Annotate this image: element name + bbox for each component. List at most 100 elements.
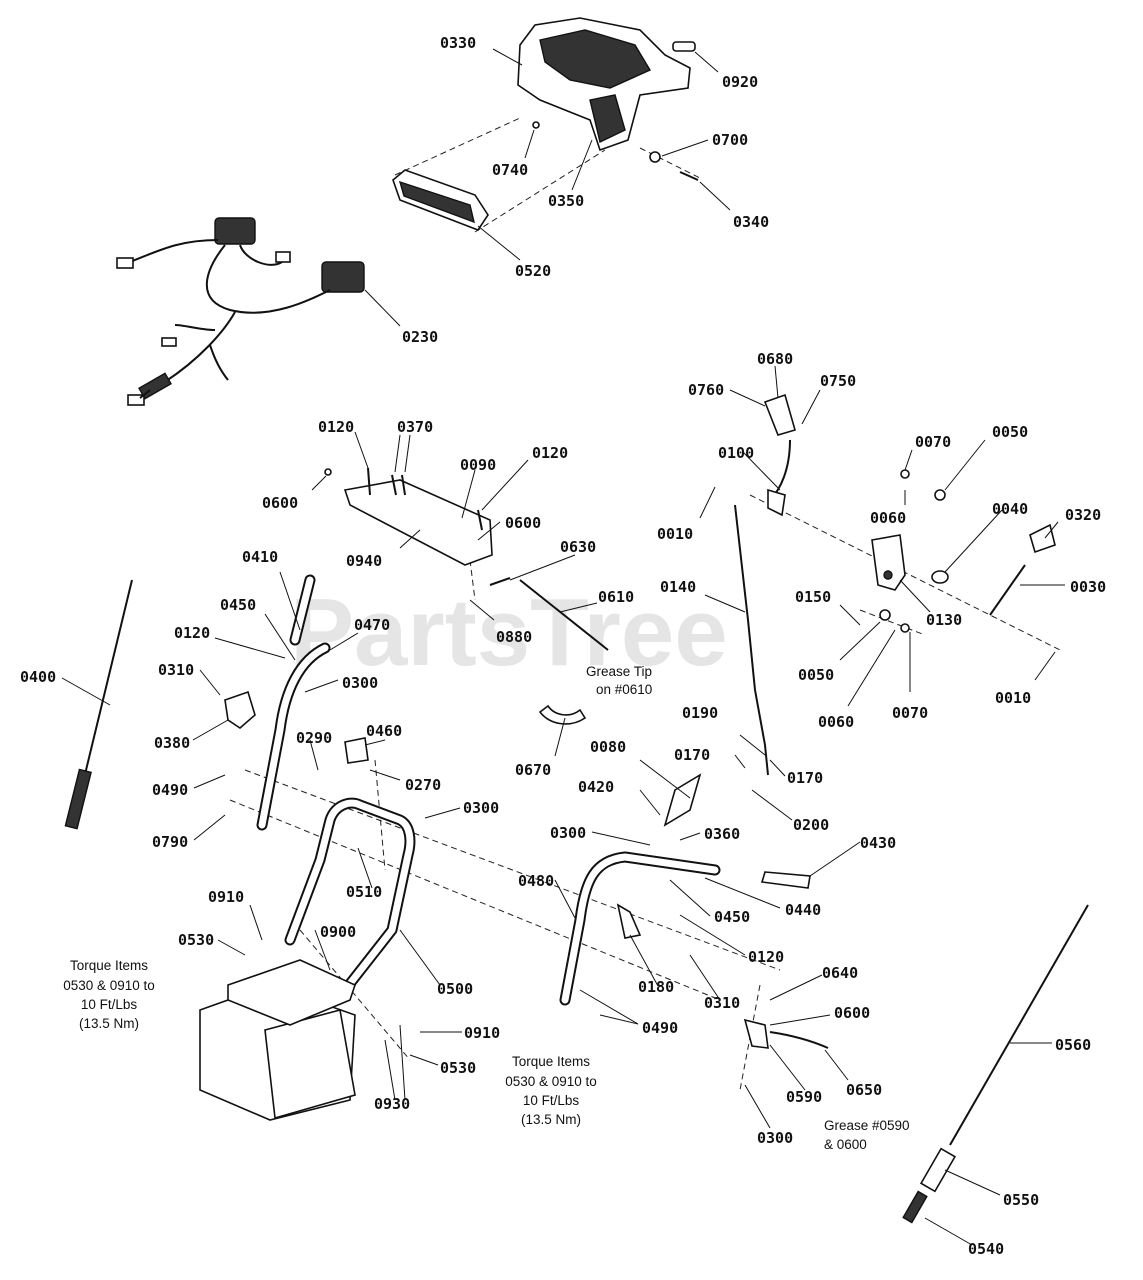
callout-0680: 0680	[757, 350, 793, 368]
fastener-0740	[532, 121, 540, 129]
clamp-0670	[538, 704, 587, 725]
bracket-0180	[616, 903, 642, 939]
callout-0500: 0500	[437, 980, 473, 998]
nut-0700	[649, 151, 661, 163]
callout-0290: 0290	[296, 729, 332, 747]
lever-0030	[989, 564, 1026, 616]
callout-0650: 0650	[846, 1081, 882, 1099]
callout-0030: 0030	[1070, 578, 1106, 596]
note-line: Grease Tip	[586, 664, 652, 679]
nut-0050-bottom	[879, 609, 891, 621]
callout-0310: 0310	[704, 994, 740, 1012]
washer-0070-top	[900, 469, 910, 479]
callout-0550: 0550	[1003, 1191, 1039, 1209]
bracket-0590	[743, 1018, 769, 1049]
callout-0540: 0540	[968, 1240, 1004, 1258]
callout-0090: 0090	[460, 456, 496, 474]
callout-0300: 0300	[550, 824, 586, 842]
nut-0050-top	[934, 489, 946, 501]
bracket-0380	[224, 690, 256, 730]
clip-0920	[672, 41, 696, 52]
callout-0010: 0010	[657, 525, 693, 543]
note-line: on #0610	[596, 682, 652, 697]
callout-0300: 0300	[342, 674, 378, 692]
right-handle-0480	[559, 851, 721, 1006]
callout-0360: 0360	[704, 825, 740, 843]
rod-0610	[519, 579, 609, 651]
callout-0450: 0450	[714, 908, 750, 926]
knob-0320	[1029, 523, 1056, 554]
note-torque-center: Torque Items 0530 & 0910 to 10 Ft/Lbs (1…	[505, 1054, 597, 1127]
callout-0040: 0040	[992, 500, 1028, 518]
callout-0460: 0460	[366, 722, 402, 740]
callout-0050: 0050	[992, 423, 1028, 441]
leader-lines	[61, 48, 1065, 1246]
note-grease-tip: Grease Tip on #0610	[586, 664, 652, 697]
callout-0410: 0410	[242, 548, 278, 566]
callout-0120: 0120	[318, 418, 354, 436]
lever-0080	[663, 773, 702, 827]
callout-0050: 0050	[798, 666, 834, 684]
callout-0300: 0300	[757, 1129, 793, 1147]
callout-0380: 0380	[154, 734, 190, 752]
callout-0610: 0610	[598, 588, 634, 606]
note-line: Torque Items	[70, 958, 148, 973]
callout-0900: 0900	[320, 923, 356, 941]
callout-0120: 0120	[532, 444, 568, 462]
callout-0910: 0910	[208, 888, 244, 906]
callout-0200: 0200	[793, 816, 829, 834]
note-line: 0530 & 0910 to	[63, 978, 155, 993]
callout-0060: 0060	[818, 713, 854, 731]
washer-0070-bottom	[900, 623, 910, 633]
callout-0440: 0440	[785, 901, 821, 919]
spring-0630	[489, 577, 511, 586]
callout-0930: 0930	[374, 1095, 410, 1113]
callout-0430: 0430	[860, 834, 896, 852]
callout-0510: 0510	[346, 883, 382, 901]
callout-labels: 0330 0920 0740 0700 0350 0340 0520 0230 …	[20, 34, 1106, 1258]
cable-0400	[64, 579, 133, 830]
rod-0140	[734, 504, 769, 776]
note-line: 0530 & 0910 to	[505, 1074, 597, 1089]
callout-0640: 0640	[822, 964, 858, 982]
callout-0750: 0750	[820, 372, 856, 390]
callout-0120: 0120	[174, 624, 210, 642]
callout-0270: 0270	[405, 776, 441, 794]
callout-0600: 0600	[834, 1004, 870, 1022]
note-line: Grease #0590	[824, 1118, 910, 1133]
callout-0470: 0470	[354, 616, 390, 634]
callout-0490: 0490	[642, 1019, 678, 1037]
callout-0070: 0070	[915, 433, 951, 451]
note-grease-bottom: Grease #0590 & 0600	[824, 1118, 910, 1152]
rod-0650	[769, 1031, 829, 1049]
lever-0100	[767, 488, 786, 517]
callout-0100: 0100	[718, 444, 754, 462]
screw-0340	[679, 171, 699, 181]
note-torque-left: Torque Items 0530 & 0910 to 10 Ft/Lbs (1…	[63, 958, 155, 1031]
note-line: (13.5 Nm)	[521, 1112, 581, 1127]
callout-0010: 0010	[995, 689, 1031, 707]
callout-0530: 0530	[178, 931, 214, 949]
upper-handle-left	[256, 574, 331, 831]
note-line: Torque Items	[512, 1054, 590, 1069]
callout-0370: 0370	[397, 418, 433, 436]
base-plates	[199, 959, 356, 1121]
callout-0590: 0590	[786, 1088, 822, 1106]
callout-0630: 0630	[560, 538, 596, 556]
lower-handle-0500	[284, 797, 416, 996]
callout-0700: 0700	[712, 131, 748, 149]
callout-0330: 0330	[440, 34, 476, 52]
lever-0130	[871, 534, 906, 591]
callout-0400: 0400	[20, 668, 56, 686]
callout-0560: 0560	[1055, 1036, 1091, 1054]
callout-0790: 0790	[152, 833, 188, 851]
callout-0530: 0530	[440, 1059, 476, 1077]
callout-0140: 0140	[660, 578, 696, 596]
callout-0300: 0300	[463, 799, 499, 817]
callout-0350: 0350	[548, 192, 584, 210]
light-bar-0520	[392, 169, 489, 231]
callout-0420: 0420	[578, 778, 614, 796]
callout-0150: 0150	[795, 588, 831, 606]
callout-0450: 0450	[220, 596, 256, 614]
